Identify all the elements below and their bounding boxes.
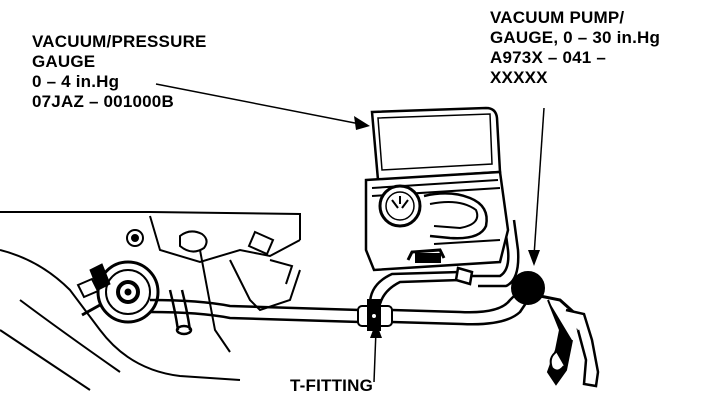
gauge-label-line-1: VACUUM/PRESSURE [32, 32, 207, 51]
gauge-label-line-2: GAUGE [32, 52, 96, 71]
pump-label-line-4: XXXXX [490, 68, 548, 87]
pump-label-line-2: GAUGE, 0 – 30 in.Hg [490, 28, 661, 47]
pump-label-line-1: VACUUM PUMP/ [490, 8, 625, 27]
gauge-case [364, 106, 510, 272]
pump-label-line-3: A973X – 041 – [490, 48, 607, 67]
pump-label: VACUUM PUMP/ GAUGE, 0 – 30 in.Hg A973X –… [490, 8, 660, 88]
leader-lines [155, 83, 545, 383]
gauge-label: VACUUM/PRESSURE GAUGE 0 – 4 in.Hg 07JAZ … [32, 32, 207, 112]
vacuum-hose-pump [391, 289, 530, 326]
vacuum-pump [511, 271, 600, 388]
gauge-label-line-4: 07JAZ – 001000B [32, 92, 174, 111]
pulley-wheel [76, 260, 160, 324]
gauge-label-line-3: 0 – 4 in.Hg [32, 72, 120, 91]
vacuum-hose-gauge [368, 219, 520, 305]
leader-arrowheads [354, 116, 540, 338]
t-fitting-label: T-FITTING [290, 376, 374, 395]
engine-assembly [0, 211, 301, 391]
vacuum-hose-engine [149, 289, 361, 336]
